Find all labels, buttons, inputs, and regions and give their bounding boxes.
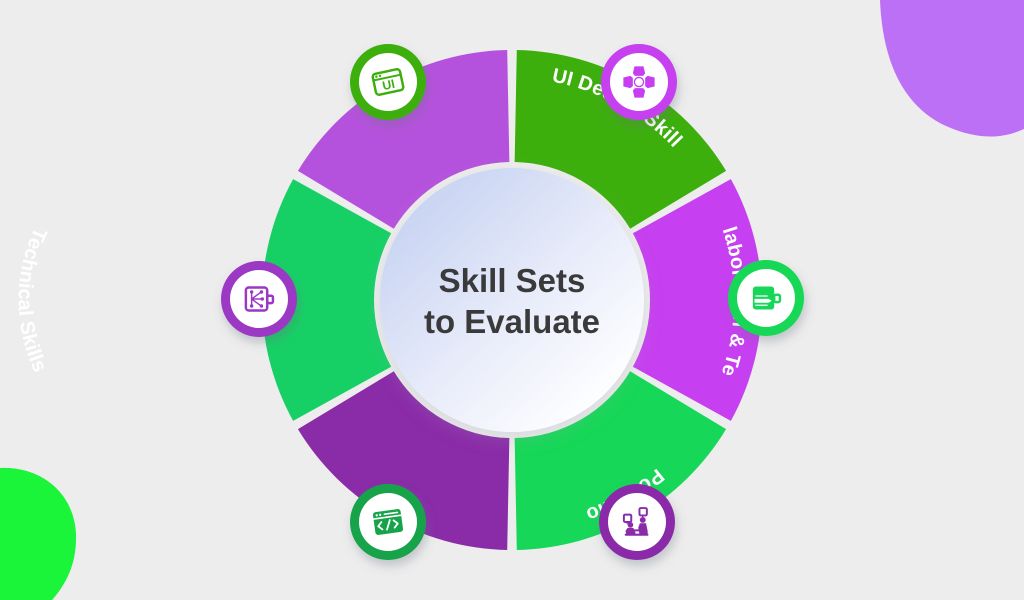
badge-portfolio[interactable]: [728, 260, 804, 336]
badge-soft-skills[interactable]: [599, 484, 675, 560]
segment-shape: [262, 179, 392, 421]
badge-collaboration-team[interactable]: [601, 44, 677, 120]
segment-shape: [514, 371, 727, 550]
badge-technical-skills[interactable]: [350, 484, 426, 560]
segment-label-technical-skills: Technical Skills: [14, 224, 51, 375]
badge-ux-design-skills[interactable]: [221, 261, 297, 337]
segment-shape: [514, 50, 727, 229]
teamwork-hands-icon: [623, 66, 655, 98]
center-hub: Skill Sets to Evaluate: [380, 168, 644, 432]
ui-window-icon: UI: [371, 68, 405, 96]
badge-ui-design-skills[interactable]: UI: [350, 44, 426, 120]
wheel-badges: UI: [221, 44, 804, 560]
portfolio-pencil-icon: [752, 286, 782, 310]
segment-shape: [297, 371, 510, 550]
wheel-segment-ux-design-skills[interactable]: UX Design Skills: [203, 0, 510, 229]
wheel-segment-technical-skills[interactable]: Technical Skills: [14, 179, 392, 421]
people-talking-icon: [622, 507, 649, 536]
code-window-icon: [372, 509, 404, 535]
segment-shape: [297, 50, 510, 229]
segment-shape: [632, 179, 763, 421]
center-circle: [380, 168, 644, 432]
badge-inner-disc: [359, 53, 417, 111]
center-title-line2: to Evaluate: [424, 303, 600, 340]
segment-label-text: Technical Skills: [14, 224, 51, 375]
wheel-segment-soft-skills[interactable]: Soft Skills: [223, 371, 510, 600]
svg-text:UI: UI: [381, 77, 396, 93]
center-title-line1: Skill Sets: [439, 262, 586, 299]
ux-wireframe-icon: [244, 286, 275, 312]
badge-inner-disc: [608, 493, 666, 551]
